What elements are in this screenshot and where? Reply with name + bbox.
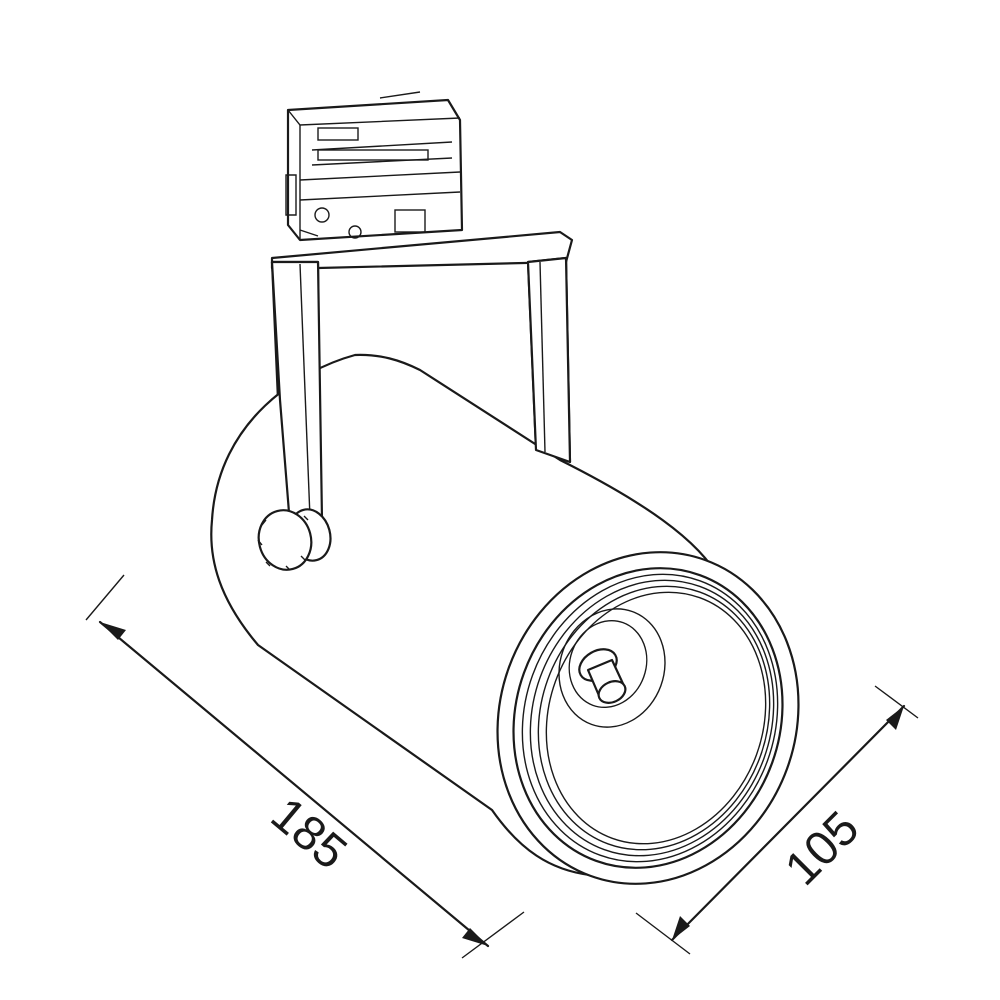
track-adapter <box>285 91 464 242</box>
dimension-length-label: 185 <box>261 788 356 880</box>
dimension-diameter-label: 105 <box>775 802 869 896</box>
lamp-front-opening <box>496 551 800 885</box>
tilt-knob <box>257 508 332 571</box>
